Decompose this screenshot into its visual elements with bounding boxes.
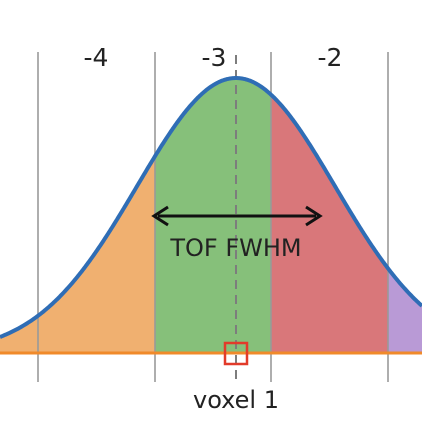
bin-far-right-fill bbox=[388, 268, 422, 353]
bin-label: -2 bbox=[318, 43, 343, 72]
bin-left-fill bbox=[0, 156, 155, 353]
fwhm-label: TOF FWHM bbox=[169, 234, 301, 262]
bin-label: -3 bbox=[202, 43, 227, 72]
voxel-marker bbox=[223, 341, 249, 366]
bin-label: -4 bbox=[84, 43, 109, 72]
gaussian-curve bbox=[0, 76, 422, 339]
bin-right-fill bbox=[271, 94, 388, 353]
fwhm-double-arrow bbox=[151, 205, 323, 227]
voxel-label: voxel 1 bbox=[193, 386, 279, 414]
